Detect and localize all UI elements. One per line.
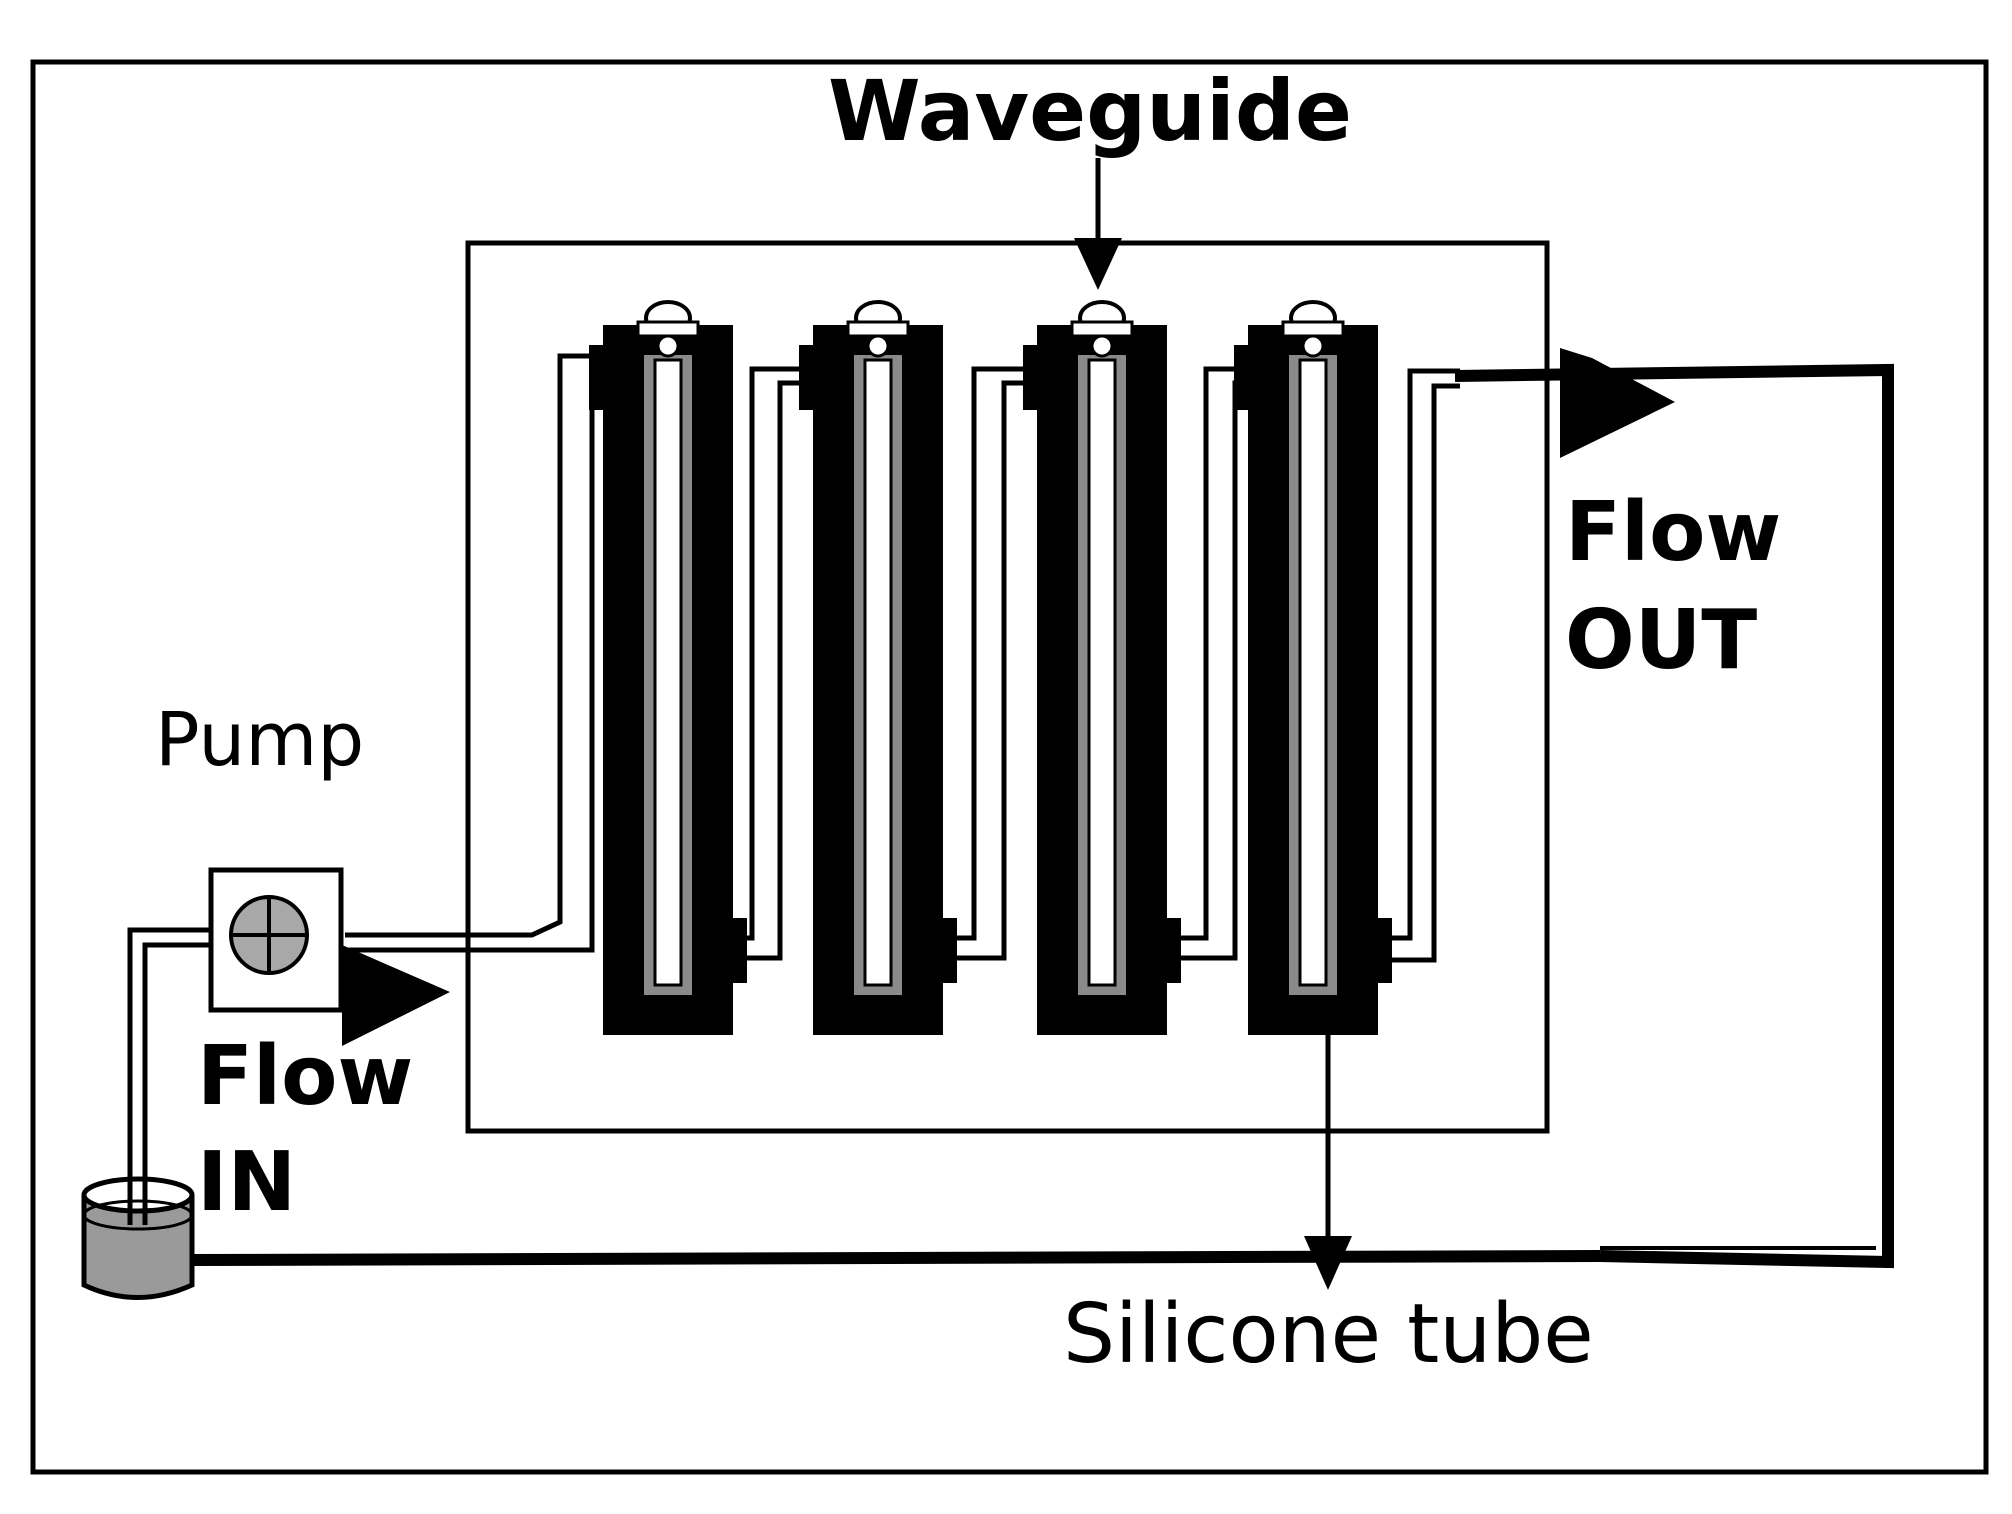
flow-out-arrow: [1560, 348, 1675, 458]
flow-out-label-line2: OUT: [1565, 593, 1757, 688]
waveguide-column: [589, 300, 747, 1035]
waveguide-column: [799, 300, 957, 1035]
waveguide-column: [1234, 300, 1392, 1035]
pump: [208, 867, 344, 1013]
waveguide-pointer-arrow: [1074, 158, 1122, 290]
reservoir-beaker-icon: [81, 1170, 195, 1300]
interconnect-tubing: [345, 353, 1460, 963]
flow-out-label-line1: Flow: [1565, 485, 1781, 580]
waveguide-columns: [589, 300, 1392, 1035]
waveguide-column: [1023, 300, 1181, 1035]
flow-cell-box: [465, 240, 1550, 1134]
pump-label: Pump: [155, 697, 364, 783]
waveguide-label: Waveguide: [828, 62, 1352, 160]
drain-tube-arrow: [1304, 1030, 1352, 1290]
flow-in-label-line1: Flow: [197, 1029, 413, 1124]
outer-frame: [30, 59, 1989, 1475]
flow-in-arrow: [342, 945, 450, 1046]
silicone-tube-label: Silicone tube: [1063, 1287, 1594, 1382]
inlet-tube: [127, 927, 211, 1200]
flow-in-label-line2: IN: [197, 1135, 296, 1230]
return-tubing: [189, 363, 1894, 1269]
